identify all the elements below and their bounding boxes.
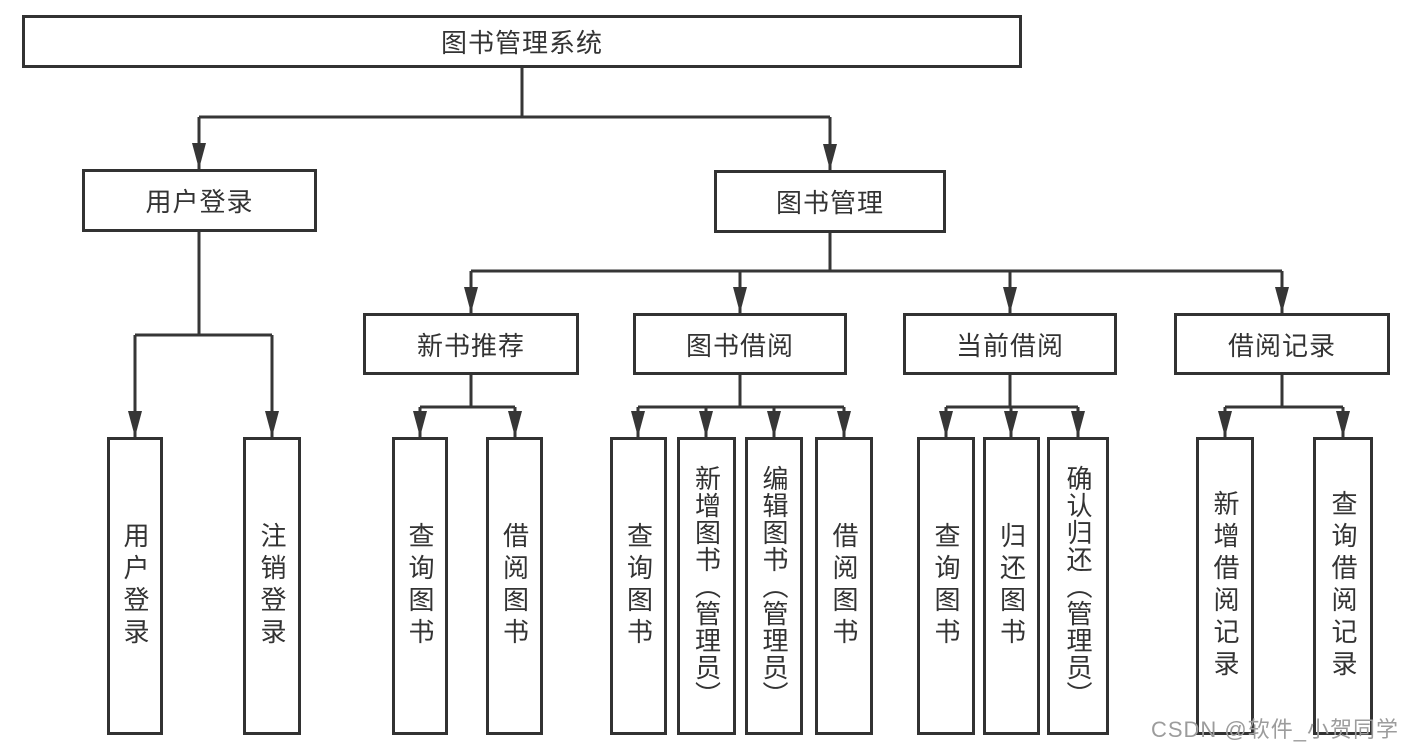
- connector-borrow-to-leaves: [631, 375, 851, 437]
- leaf-add-books-admin: 新增图书（管理员）: [677, 437, 736, 735]
- connector-root-to-level2: [192, 68, 837, 170]
- leaf-query-books-borrow: 查询图书: [610, 437, 667, 735]
- connector-current-to-leaves: [939, 375, 1085, 437]
- leaf-confirm-return-admin: 确认归还（管理员）: [1047, 437, 1109, 735]
- leaf-return-books: 归还图书: [983, 437, 1040, 735]
- leaf-logout: 注销登录: [243, 437, 301, 735]
- node-library-management-system: 图书管理系统: [22, 15, 1022, 68]
- connector-records-to-leaves: [1218, 375, 1350, 437]
- node-book-management: 图书管理: [714, 170, 946, 233]
- connector-user-login-to-leaves: [128, 232, 279, 437]
- csdn-watermark: CSDN @软件_小贺同学: [1150, 717, 1399, 742]
- node-user-login: 用户登录: [82, 169, 317, 232]
- leaf-add-borrow-record: 新增借阅记录: [1196, 437, 1254, 735]
- leaf-borrow-books: 借阅图书: [815, 437, 873, 735]
- node-borrowing-records: 借阅记录: [1174, 313, 1390, 375]
- node-new-book-recommendation: 新书推荐: [363, 313, 579, 375]
- connector-new-rec-to-leaves: [413, 375, 522, 437]
- leaf-query-borrow-record: 查询借阅记录: [1313, 437, 1373, 735]
- connector-book-mgmt-to-level3: [464, 233, 1289, 313]
- node-book-borrowing: 图书借阅: [633, 313, 847, 375]
- node-current-borrowing: 当前借阅: [903, 313, 1117, 375]
- leaf-borrow-books-rec: 借阅图书: [486, 437, 543, 735]
- leaf-query-books-current: 查询图书: [917, 437, 975, 735]
- leaf-query-books-rec: 查询图书: [392, 437, 448, 735]
- leaf-user-login: 用户登录: [107, 437, 163, 735]
- leaf-edit-books-admin: 编辑图书（管理员）: [745, 437, 803, 735]
